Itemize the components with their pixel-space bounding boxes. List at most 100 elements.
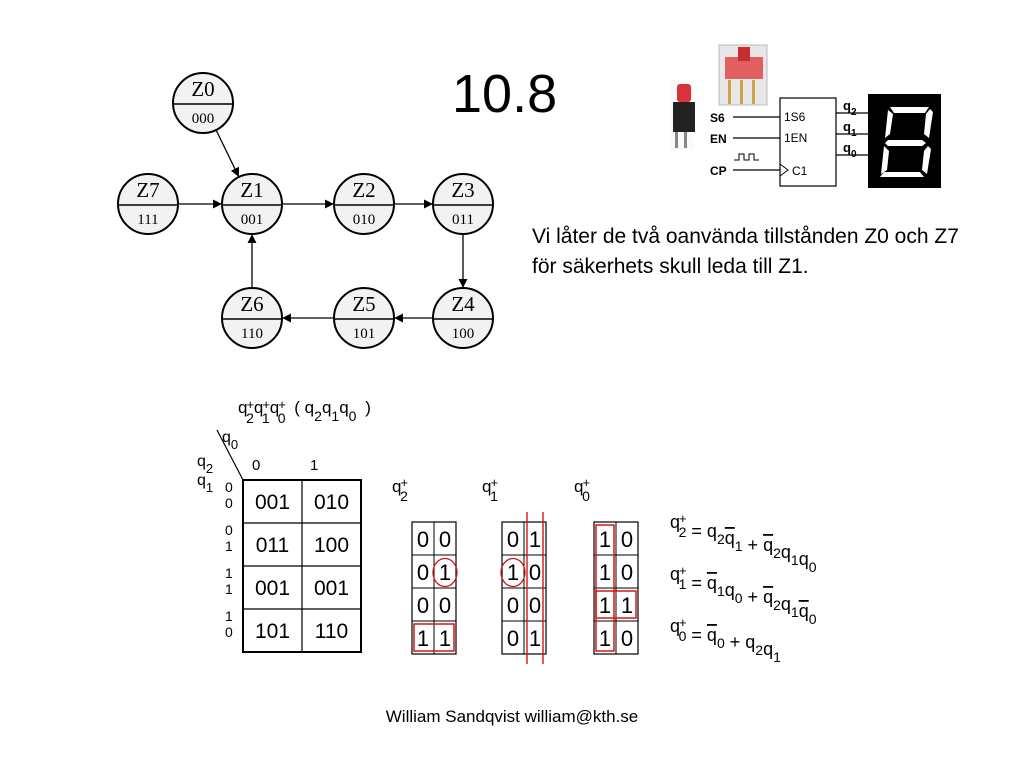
next-state-map-cell: 0 (621, 560, 633, 585)
state-node: Z4 100 (432, 287, 494, 349)
kmap-col-variable: q0 (222, 429, 238, 452)
input-label: S6 (710, 111, 725, 125)
state-code: 111 (137, 212, 158, 228)
next-state-map-cell: 0 (529, 560, 541, 585)
next-state-map-cell: 0 (417, 560, 429, 585)
kmap-cell-value: 110 (315, 620, 348, 643)
kmap-row-variable: q1 (197, 472, 213, 495)
state-name: Z4 (451, 292, 475, 316)
block-pin-label: C1 (792, 164, 808, 178)
output-label: q (843, 119, 851, 134)
state-circle (172, 72, 234, 134)
pushbutton-body (673, 102, 695, 132)
display-segment (885, 110, 893, 138)
state-circle (432, 287, 494, 349)
next-state-map-cell: 0 (439, 527, 451, 552)
kmap-row-variable: q2 (197, 453, 213, 476)
slide-switch-window (725, 57, 763, 79)
next-state-map-cell: 0 (417, 593, 429, 618)
state-name: Z7 (136, 178, 159, 202)
kmap-corner-divider (216, 429, 244, 481)
next-state-map-cell: 0 (621, 626, 633, 651)
kmap-row-label: 0 (225, 495, 233, 511)
kmap-row-label: 0 (225, 624, 233, 640)
clock-input-marker (779, 163, 789, 177)
state-code: 100 (452, 326, 475, 342)
next-state-map-cell: 0 (621, 527, 633, 552)
next-state-map-cell: 1 (599, 626, 611, 651)
state-name: Z1 (240, 178, 263, 202)
state-code: 001 (241, 212, 264, 228)
description-text: Vi låter de två oanvända tillstånden Z0 … (532, 225, 959, 278)
kmap-cell-value: 001 (255, 491, 290, 514)
state-code: 101 (353, 326, 376, 342)
slide-switch-knob (738, 47, 750, 61)
group-rectangle (595, 590, 637, 619)
state-circle (333, 287, 395, 349)
state-code: 010 (353, 212, 376, 228)
next-state-map-cell: 1 (621, 593, 633, 618)
display-segment (924, 109, 933, 138)
state-circle (333, 173, 395, 235)
input-label: EN (710, 132, 727, 146)
pushbutton-pin (675, 132, 678, 148)
next-state-map-cell: 1 (599, 593, 611, 618)
kmap-cell-value: 010 (314, 491, 349, 514)
state-node: Z1 001 (221, 173, 283, 235)
output-label: q (843, 140, 851, 155)
boolean-equation: q+1 = q1q0 + q2q1q0 (670, 563, 817, 627)
display-segment (922, 146, 931, 174)
display-segment (881, 146, 889, 174)
footer-author: William Sandqvist william@kth.se (385, 707, 639, 726)
kmap-col-label: 0 (252, 457, 260, 474)
slide-switch-pin (740, 80, 743, 104)
display-segment (880, 172, 924, 177)
kmap-row-label: 0 (225, 479, 233, 495)
group-circle (432, 557, 458, 588)
next-state-map-cell: 1 (529, 527, 541, 552)
kmap-cell-value: 001 (314, 577, 349, 600)
next-state-map-cell: 0 (507, 626, 519, 651)
state-code: 000 (192, 111, 215, 127)
kmap-header: q+2q+1q+0 ( q2q1q0 ) (238, 397, 371, 426)
next-state-map-cell: 0 (529, 593, 541, 618)
next-state-map-cell: 1 (439, 626, 451, 651)
clock-pulse-icon (734, 153, 759, 161)
output-label-sub: 2 (851, 107, 857, 118)
output-label-sub: 1 (851, 128, 857, 139)
kmap-col-label: 1 (310, 457, 318, 474)
next-state-map-cell: 1 (439, 560, 451, 585)
next-state-map-cell: 0 (417, 527, 429, 552)
next-state-map-cell: 1 (507, 560, 519, 585)
kmap-cell-value: 001 (255, 577, 290, 600)
state-circle (221, 173, 283, 235)
state-circle (117, 173, 179, 235)
state-name: Z6 (240, 292, 263, 316)
slide-title: 10.8 (452, 64, 558, 124)
next-state-map-cell: 1 (599, 560, 611, 585)
input-label: CP (710, 164, 727, 178)
state-circle (432, 173, 494, 235)
slide-switch-pin (728, 80, 731, 104)
output-label-sub: 0 (851, 149, 857, 160)
boolean-equation: q+0 = q0 + q2q1 (670, 615, 781, 665)
display-segment (890, 107, 929, 113)
next-state-map-cell: 1 (417, 626, 429, 651)
next-state-map-cell: 0 (507, 593, 519, 618)
kmap-row-label: 1 (225, 608, 233, 624)
state-node: Z7 111 (117, 173, 179, 235)
next-state-map-cell: 0 (507, 527, 519, 552)
display-segment (885, 140, 926, 146)
group-circle (500, 557, 526, 588)
pushbutton-pin (684, 132, 687, 148)
